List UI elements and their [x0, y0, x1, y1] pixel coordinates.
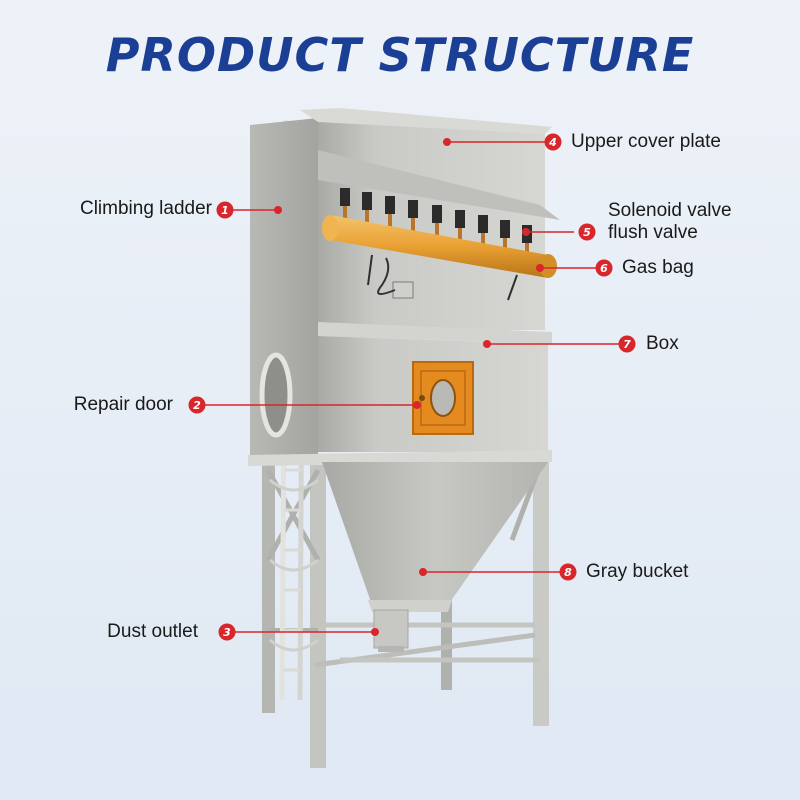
badge-5: 5: [578, 223, 596, 241]
label-solenoid-valve-line2: flush valve: [608, 222, 698, 243]
svg-text:2: 2: [193, 399, 201, 412]
svg-text:4: 4: [548, 136, 557, 149]
label-box: Box: [646, 333, 679, 354]
svg-text:3: 3: [223, 626, 231, 639]
svg-text:6: 6: [600, 262, 608, 275]
valve-canopy: [318, 150, 560, 220]
badge-8: 8: [559, 563, 577, 581]
label-gray-bucket: Gray bucket: [586, 561, 689, 582]
control-cable: [377, 257, 396, 295]
repair-door: [412, 361, 474, 435]
gas-bag-pipe: [322, 215, 557, 278]
label-gas-bag: Gas bag: [622, 257, 694, 278]
badge-4: 4: [544, 133, 562, 151]
box-ledge: [318, 322, 552, 344]
side-inspection-port: [259, 352, 293, 438]
badge-3: 3: [218, 623, 236, 641]
badge-2: 2: [188, 396, 206, 414]
label-upper-cover-plate: Upper cover plate: [571, 131, 721, 152]
gray-bucket: [322, 462, 548, 605]
svg-text:8: 8: [564, 566, 572, 579]
label-repair-door: Repair door: [73, 394, 173, 415]
page-title: PRODUCT STRUCTURE: [105, 28, 695, 82]
callout-badges: 1 2 3 4 5 6 7 8: [188, 133, 636, 641]
callout-endpoints: [274, 138, 544, 636]
upper-cover-plate: [300, 108, 552, 134]
support-legs: [262, 458, 549, 768]
badge-7: 7: [618, 335, 636, 353]
svg-text:5: 5: [583, 226, 591, 239]
label-solenoid-valve: Solenoid valve flush valve: [608, 200, 732, 244]
svg-text:1: 1: [221, 204, 229, 217]
control-box: [392, 281, 414, 299]
label-solenoid-valve-line1: Solenoid valve: [608, 200, 732, 221]
badge-1: 1: [216, 201, 234, 219]
dust-outlet: [373, 609, 409, 652]
svg-text:7: 7: [623, 338, 631, 351]
label-climbing-ladder: Climbing ladder: [79, 198, 212, 219]
callout-lines: [197, 141, 620, 633]
badge-6: 6: [595, 259, 613, 277]
label-dust-outlet: Dust outlet: [107, 621, 198, 642]
